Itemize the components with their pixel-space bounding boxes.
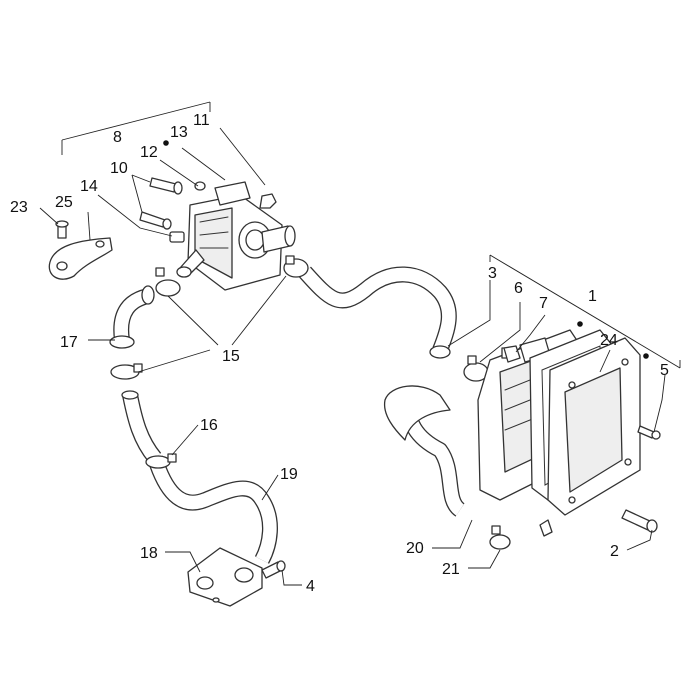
screw-23	[55, 220, 69, 239]
callout-7: 7	[539, 295, 548, 312]
callout-5: 5	[660, 362, 669, 379]
hose-17	[109, 285, 155, 349]
marker-dot	[643, 353, 649, 359]
callout-1: 1	[588, 288, 597, 305]
callout-13: 13	[170, 124, 188, 141]
spacer-14	[169, 231, 185, 243]
hose-20	[383, 385, 466, 517]
clamp-15-c	[110, 363, 143, 380]
leader-lines	[39, 101, 681, 586]
callout-18: 18	[140, 545, 158, 562]
marker-dot	[577, 321, 583, 327]
callout-3: 3	[488, 265, 497, 282]
nut-11	[259, 193, 277, 209]
callout-17: 17	[60, 334, 78, 351]
callout-24: 24	[600, 332, 618, 349]
callout-8: 8	[113, 129, 122, 146]
callout-21: 21	[442, 561, 460, 578]
hose-3	[299, 266, 457, 359]
valve-body	[176, 181, 296, 291]
callout-16: 16	[200, 417, 218, 434]
callout-14: 14	[80, 178, 98, 195]
screw-10-lower	[139, 211, 172, 230]
callout-11: 11	[193, 112, 210, 129]
screw-5	[637, 425, 661, 440]
screw-2	[621, 509, 658, 533]
gasket-18	[187, 547, 263, 607]
callout-6: 6	[514, 280, 523, 297]
callout-15: 15	[222, 348, 240, 365]
callout-25: 25	[55, 194, 73, 211]
plate-5	[539, 337, 641, 537]
marker-dot	[163, 140, 169, 146]
callout-2: 2	[610, 543, 619, 560]
callout-23: 23	[10, 199, 28, 216]
callout-4: 4	[306, 578, 315, 595]
callout-19: 19	[280, 466, 298, 483]
screw-4	[261, 560, 286, 579]
screw-10-upper	[149, 177, 183, 195]
clip-7	[503, 345, 521, 363]
callout-20: 20	[406, 540, 424, 557]
callout-10: 10	[110, 160, 128, 177]
clamp-21	[489, 525, 511, 550]
callout-12: 12	[140, 144, 158, 161]
bracket-25	[48, 237, 113, 280]
washer-12	[194, 181, 206, 191]
clamp-16	[145, 453, 177, 469]
hose-19	[147, 455, 278, 564]
clamp-15-b	[283, 255, 309, 278]
hose-16	[121, 390, 162, 464]
